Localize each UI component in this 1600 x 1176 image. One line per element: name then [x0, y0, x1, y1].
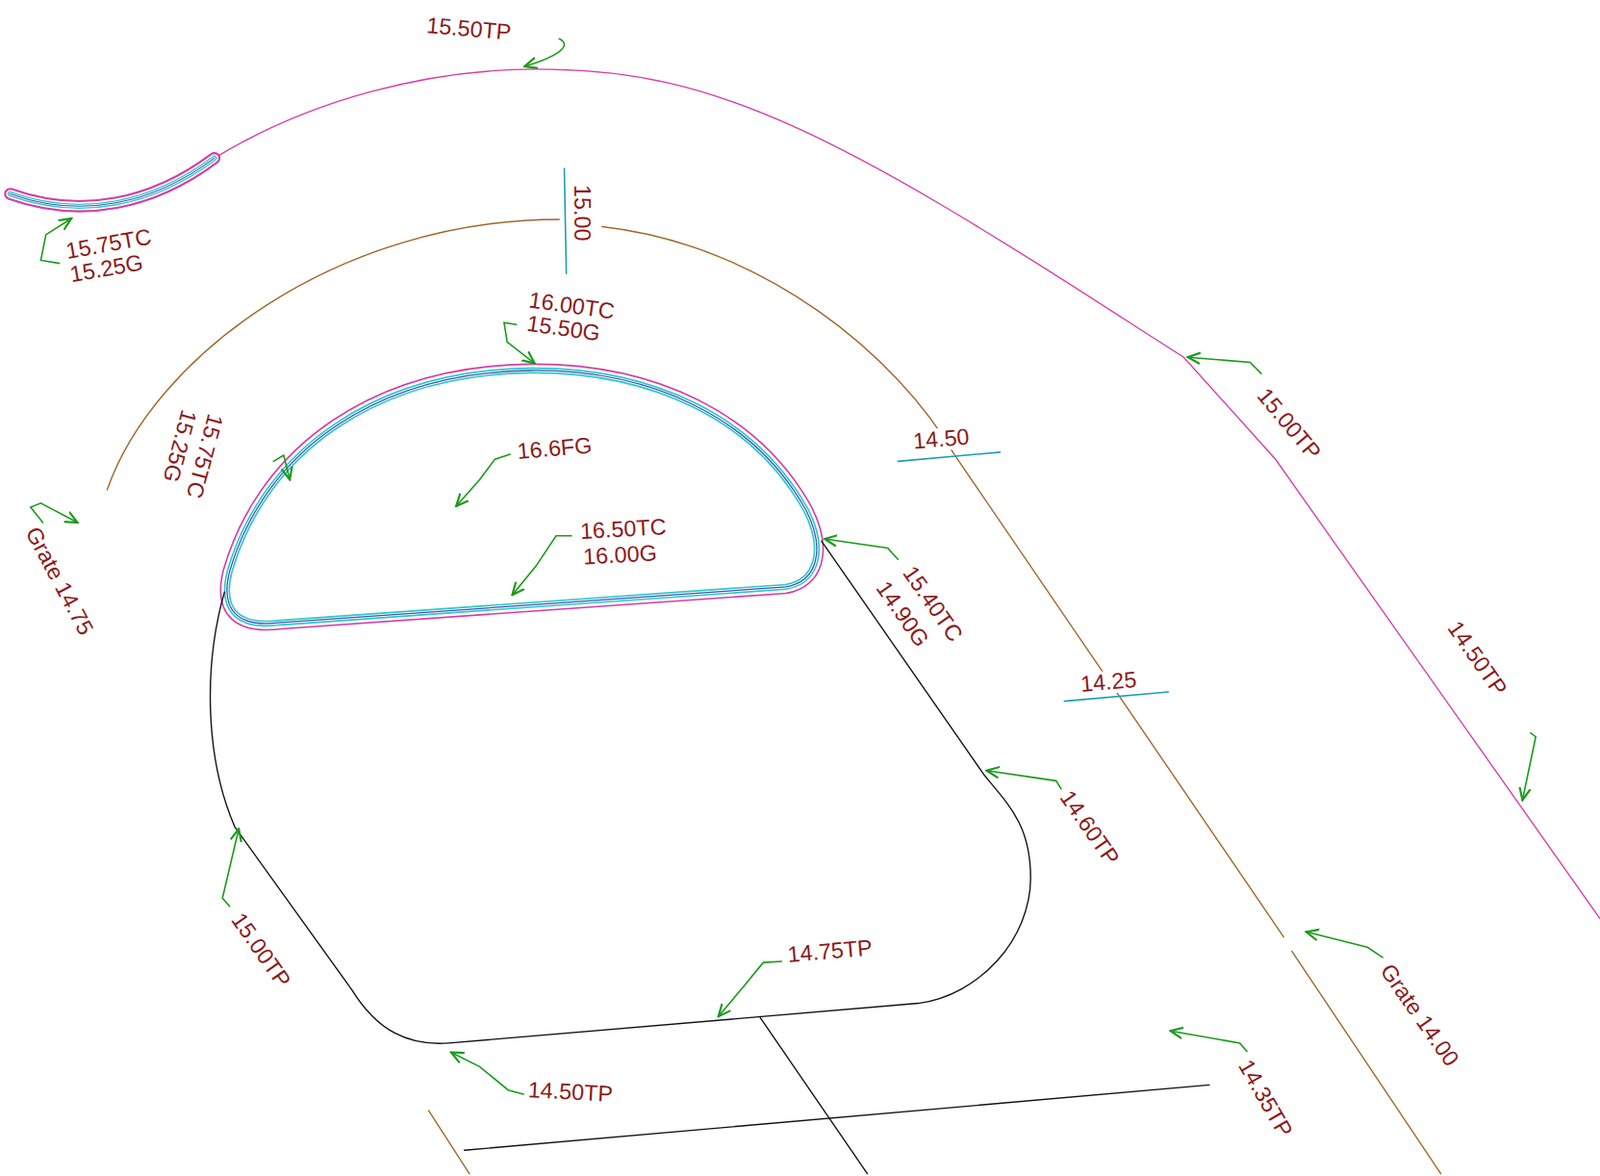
leader [30, 38, 1536, 1094]
curb [10, 157, 215, 206]
grade-tick [564, 168, 567, 274]
grade-label: 15.00TP [1251, 383, 1325, 465]
pavement-edge [210, 540, 1032, 1043]
grade-label: 16.50TC [578, 515, 668, 543]
grade-label: 15.00 [570, 183, 593, 243]
tp-line [214, 69, 1600, 919]
grade-label: 14.25 [1078, 668, 1139, 697]
grade-label: 16.00G [582, 541, 660, 568]
grade-label: 14.35TP [1233, 1055, 1296, 1143]
grade-label: Grate 14.75 [21, 522, 98, 640]
island-curb [227, 370, 817, 624]
grade-label: 14.50TP [1443, 616, 1512, 701]
grade-label: 15.50TP [424, 14, 513, 45]
grade-label: 14.60TP [1055, 786, 1124, 870]
grade-label: 15.00TP [226, 908, 295, 992]
grade-label: 14.75TP [786, 936, 875, 966]
grade-label: 14.50 [911, 425, 971, 454]
grade-label: Grate 14.00 [1375, 959, 1464, 1071]
grade-label: 14.50TP [526, 1078, 614, 1106]
